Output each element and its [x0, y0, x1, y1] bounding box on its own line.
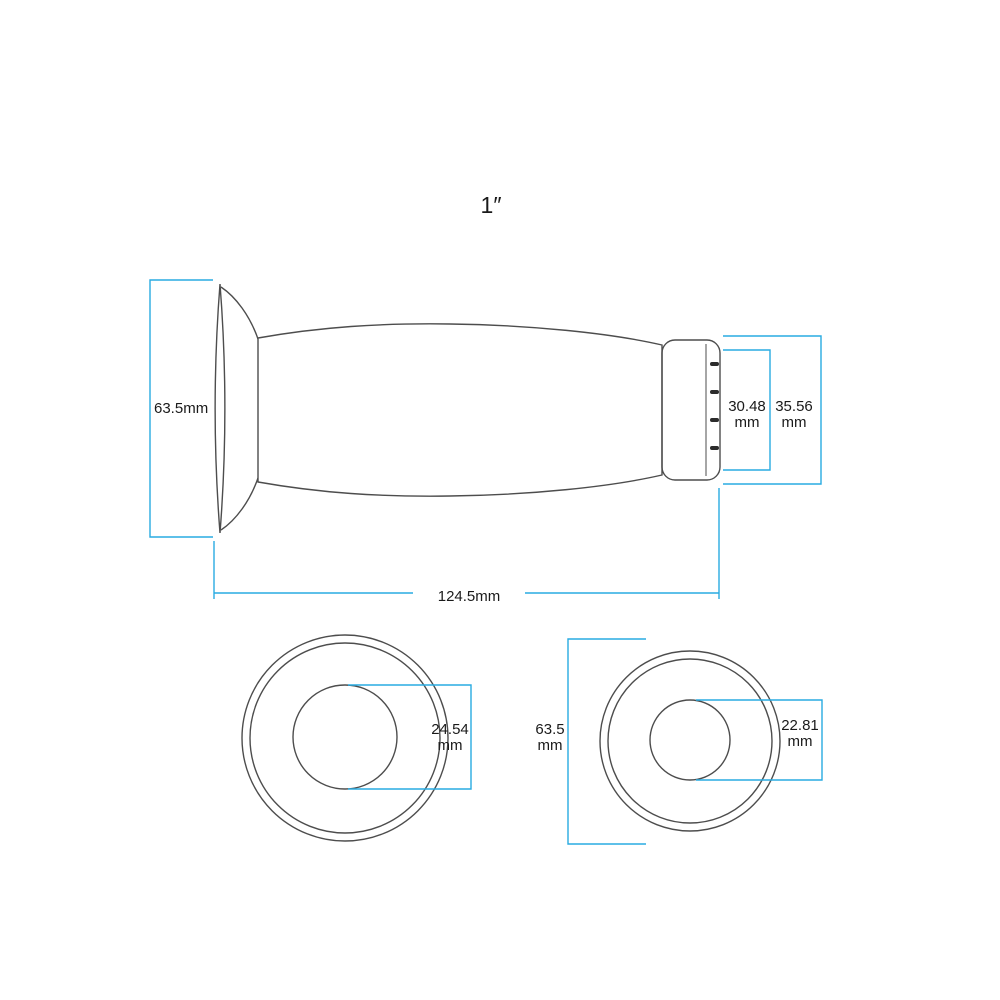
- dim-cap-face-lines: [723, 349, 771, 471]
- dim-right-bore-lines: [696, 699, 823, 781]
- flange-cone-bottom: [220, 477, 259, 531]
- cap-ridge: [710, 418, 719, 422]
- right-end-view: [599, 650, 781, 832]
- right-end-bore-circle: [649, 699, 731, 781]
- dim-right-bore-unit: mm: [788, 733, 813, 750]
- grip-knurled-body: [257, 323, 663, 497]
- left-end-outer-circle: [241, 634, 449, 842]
- knurl-texture: [257, 323, 663, 497]
- dimension-labels: 63.5mm 30.48 mm 35.56 mm 124.5mm 24.54 m…: [154, 398, 819, 754]
- cap-ridge: [710, 362, 719, 366]
- dim-cap-outer-unit: mm: [782, 414, 807, 431]
- left-end-bore-circle: [292, 684, 398, 790]
- left-end-view: [241, 634, 449, 842]
- dim-left-bore-lines: [348, 684, 472, 790]
- length-label-background: [413, 582, 525, 604]
- dim-left-bore-unit: mm: [438, 737, 463, 754]
- dim-cap-face-value: 30.48: [728, 398, 766, 415]
- grip-side-view: [214, 283, 721, 534]
- dim-right-flange-value: 63.5: [535, 721, 564, 738]
- dim-flange-diameter-label: 63.5mm: [154, 400, 208, 417]
- dim-cap-face-unit: mm: [735, 414, 760, 431]
- dim-cap-outer-value: 35.56: [775, 398, 813, 415]
- end-cap-ridges: [710, 362, 719, 450]
- grip-flange: [214, 283, 259, 534]
- dim-right-flange-lines: [567, 638, 646, 845]
- right-end-outer-circle: [599, 650, 781, 832]
- dim-cap-outer-lines: [723, 335, 822, 485]
- right-end-rim-circle: [607, 658, 773, 824]
- flange-edge-outline: [214, 283, 226, 534]
- dim-right-flange-unit: mm: [538, 737, 563, 754]
- dim-right-bore-value: 22.81: [781, 717, 819, 734]
- dim-overall-length-label: 124.5mm: [438, 588, 501, 605]
- dim-flange-diameter-lines: [149, 279, 213, 538]
- flange-cone-top: [220, 286, 259, 340]
- cap-ridge: [710, 390, 719, 394]
- diagram-title: 1″: [481, 192, 502, 218]
- grip-end-cap: [661, 339, 721, 481]
- left-end-rim-circle: [249, 642, 441, 834]
- knurled-body-fill: [258, 323, 662, 497]
- end-cap-outline: [661, 339, 721, 481]
- dim-left-bore-value: 24.54: [431, 721, 469, 738]
- cap-ridge: [710, 446, 719, 450]
